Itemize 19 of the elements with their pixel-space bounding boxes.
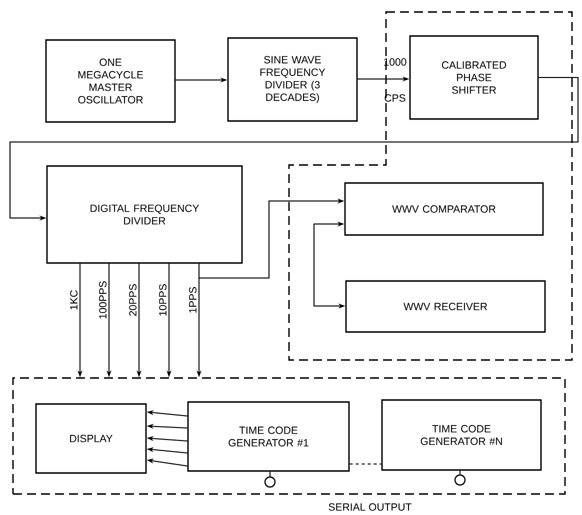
block-box: SINE WAVE FREQUENCY DIVIDER (3 DECADES) (227, 37, 358, 122)
block-box: WWV RECEIVER (345, 280, 546, 333)
block-box: TIME CODE GENERATOR #N (381, 399, 542, 471)
block-box: WWV COMPARATOR (344, 182, 544, 236)
output-terminal (264, 476, 276, 488)
output-terminal (454, 474, 466, 486)
dashed-enclosure (12, 377, 566, 495)
edge-label: 1KC (69, 288, 78, 312)
block-box: CALIBRATED PHASE SHIFTER (409, 35, 539, 120)
edge-label: 10PPS (158, 282, 168, 318)
block-box: TIME CODE GENERATOR #1 (187, 401, 350, 472)
edge-label: 20PPS (128, 282, 138, 318)
output-label: SERIAL OUTPUT (328, 503, 412, 511)
edge-label: 1PPS (188, 286, 198, 314)
edge-label: 100PPS (98, 280, 108, 320)
block-box: ONE MEGACYCLE MASTER OSCILLATOR (45, 39, 176, 123)
block-box: DIGITAL FREQUENCY DIVIDER (46, 165, 243, 264)
block-box: DISPLAY (35, 403, 147, 474)
edge-label: 1000 CPS (384, 58, 406, 102)
